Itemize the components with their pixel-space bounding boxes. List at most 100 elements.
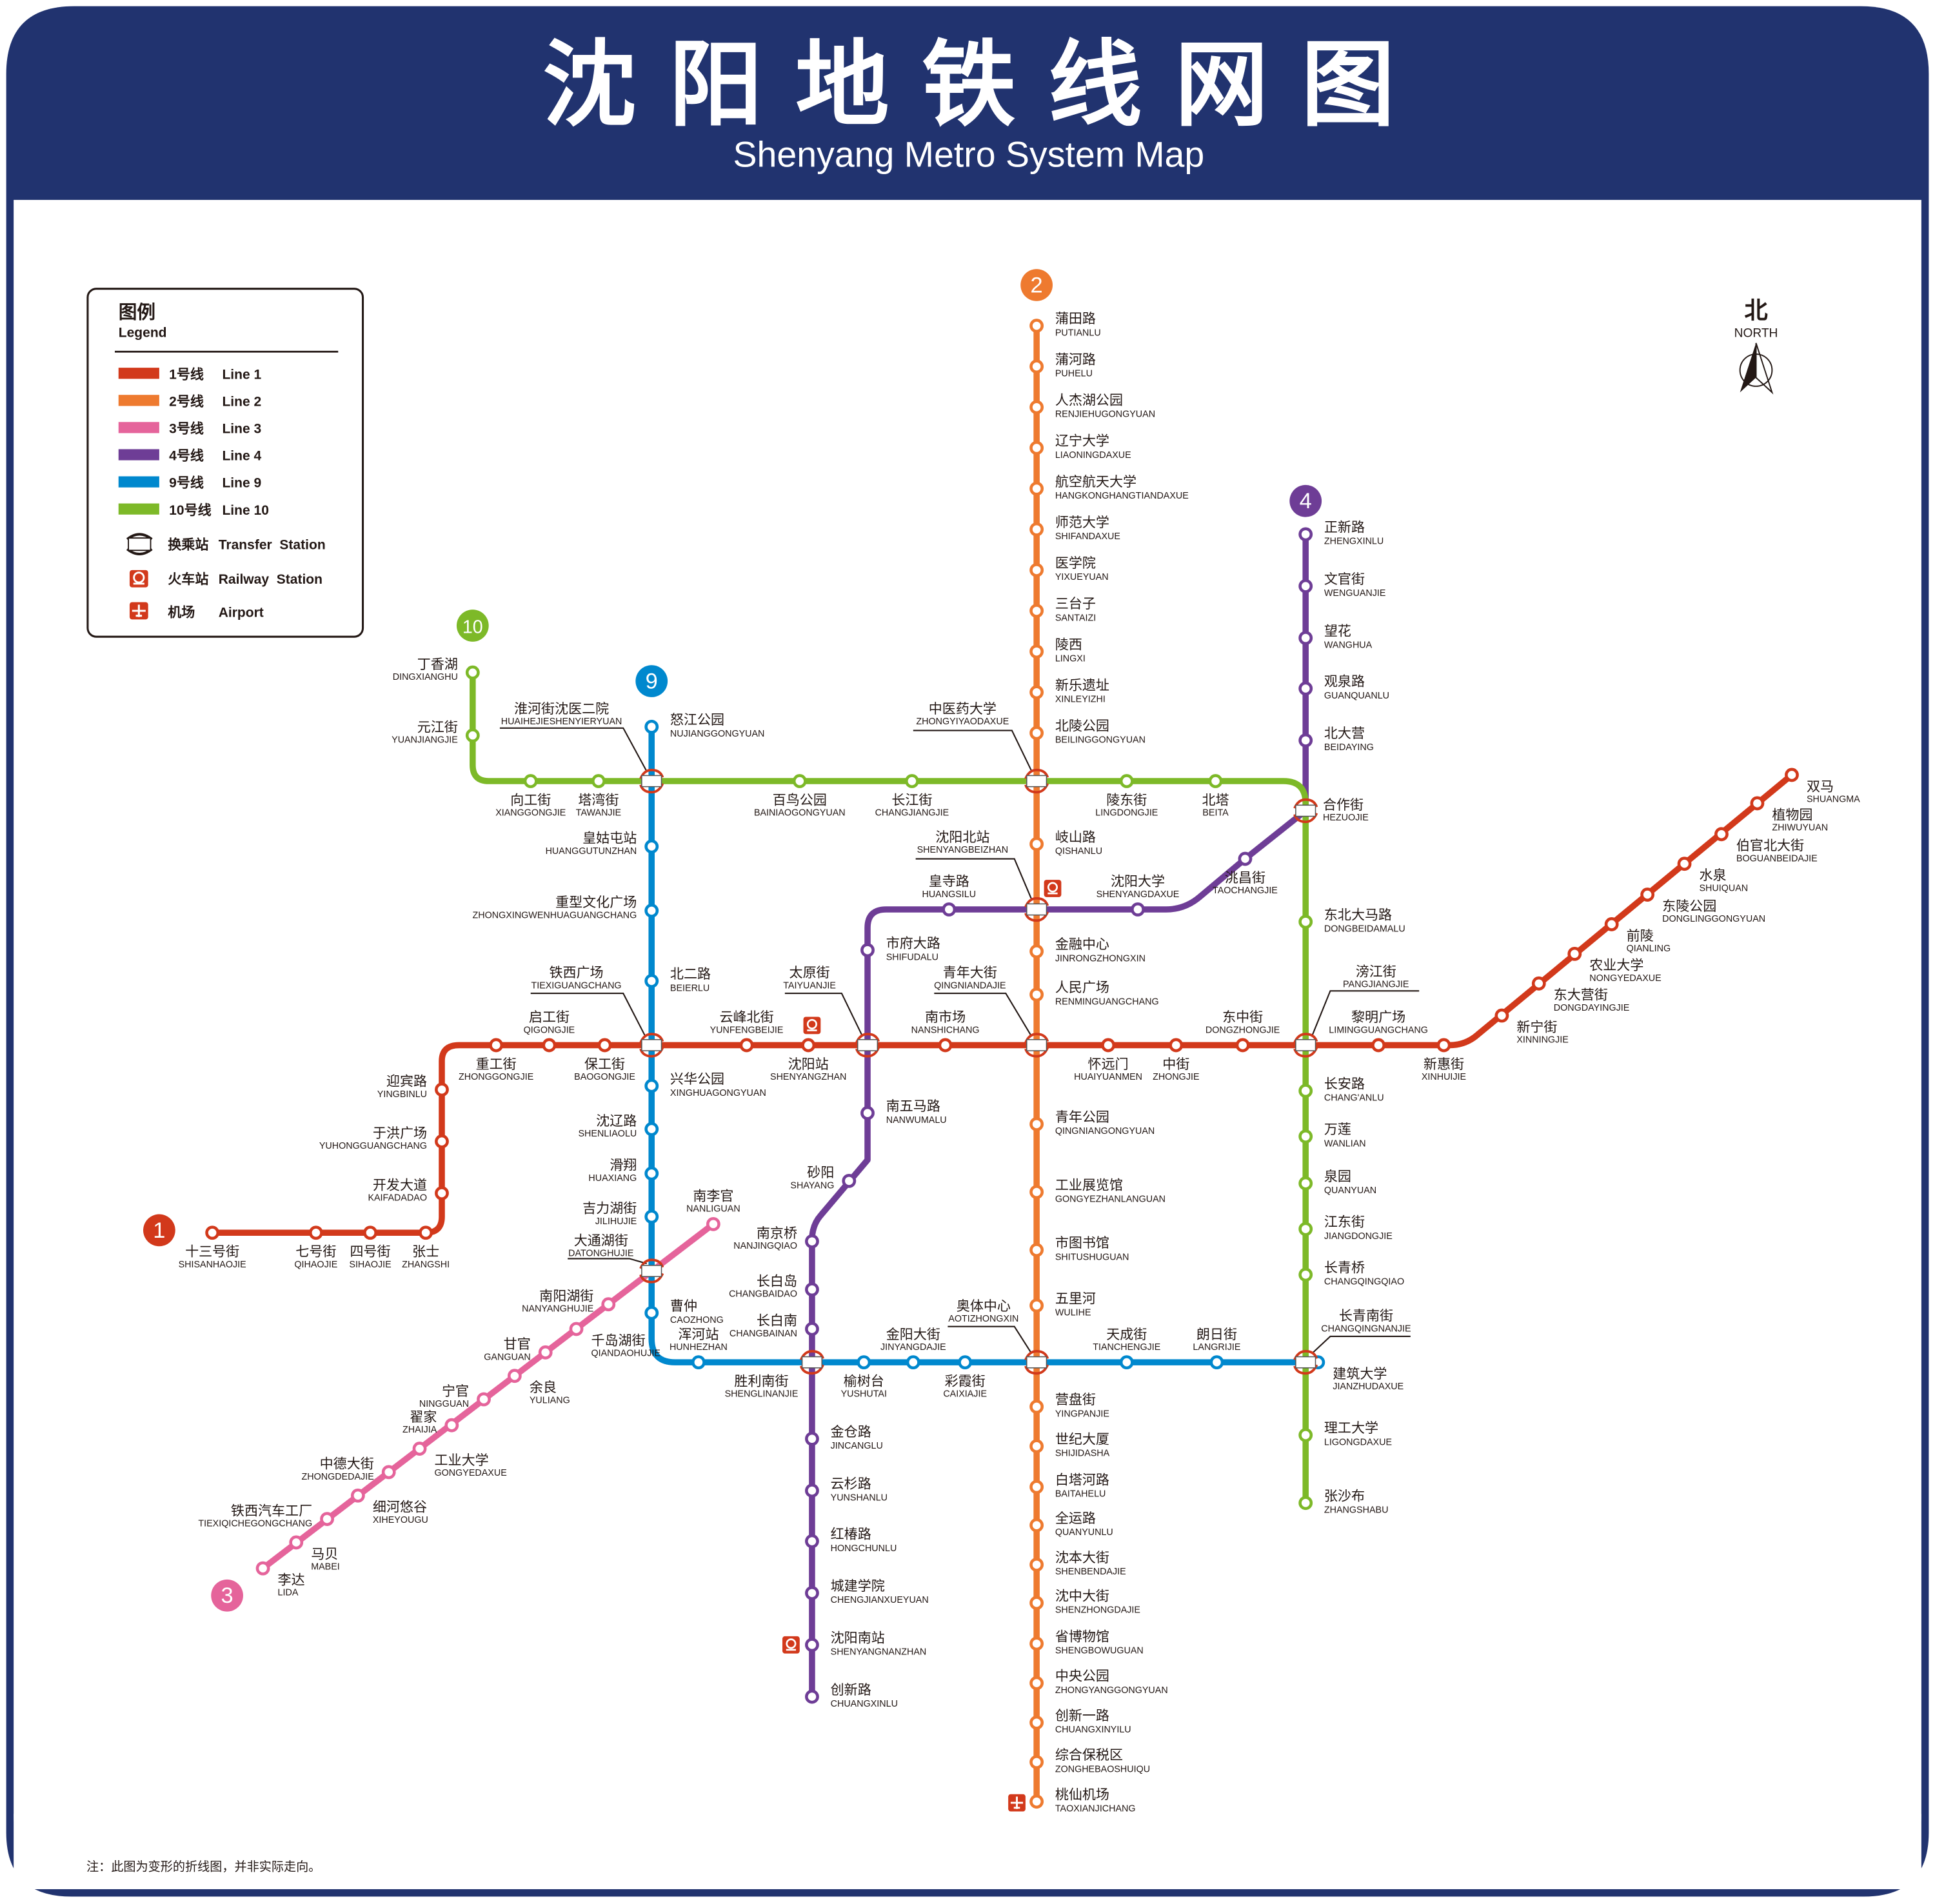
transfer-station-icon[interactable]: [799, 1349, 824, 1375]
station-marker[interactable]: [381, 1465, 396, 1480]
station-marker[interactable]: [1298, 527, 1313, 542]
station-marker[interactable]: [805, 1234, 819, 1249]
station-marker[interactable]: [1298, 1084, 1313, 1098]
station-marker[interactable]: [1371, 1038, 1385, 1053]
station-marker[interactable]: [465, 728, 480, 743]
station-marker[interactable]: [1029, 1185, 1044, 1200]
station-marker[interactable]: [435, 1186, 449, 1200]
transfer-station-icon[interactable]: [1024, 897, 1049, 922]
station-marker[interactable]: [1029, 562, 1044, 577]
station-marker[interactable]: [1029, 1400, 1044, 1414]
station-marker[interactable]: [538, 1345, 553, 1360]
transfer-station-icon[interactable]: [1024, 1349, 1049, 1375]
station-marker[interactable]: [1298, 915, 1313, 929]
transfer-station-icon[interactable]: [1024, 1033, 1049, 1058]
station-marker[interactable]: [1298, 1222, 1313, 1236]
station-marker[interactable]: [1029, 359, 1044, 374]
station-marker[interactable]: [1029, 1298, 1044, 1313]
station-marker[interactable]: [444, 1418, 459, 1433]
station-marker[interactable]: [1169, 1038, 1184, 1053]
station-marker[interactable]: [942, 902, 957, 917]
station-marker[interactable]: [644, 839, 659, 854]
station-marker[interactable]: [489, 1038, 504, 1053]
station-marker[interactable]: [644, 1305, 659, 1320]
station-marker[interactable]: [1785, 768, 1799, 782]
station-marker[interactable]: [308, 1225, 323, 1240]
station-marker[interactable]: [412, 1442, 427, 1456]
station-marker[interactable]: [591, 774, 606, 788]
station-marker[interactable]: [842, 1173, 857, 1188]
station-marker[interactable]: [1298, 1496, 1313, 1511]
station-marker[interactable]: [1029, 1794, 1044, 1809]
station-marker[interactable]: [1131, 902, 1145, 917]
station-marker[interactable]: [597, 1038, 612, 1053]
station-marker[interactable]: [1567, 946, 1582, 961]
station-marker[interactable]: [906, 1355, 920, 1370]
station-marker[interactable]: [1298, 681, 1313, 696]
station-marker[interactable]: [1677, 857, 1692, 871]
transfer-station-icon[interactable]: [855, 1033, 880, 1058]
station-marker[interactable]: [1209, 1355, 1224, 1370]
transfer-station-icon[interactable]: [1293, 798, 1318, 824]
station-marker[interactable]: [465, 665, 480, 680]
station-marker[interactable]: [350, 1488, 365, 1503]
station-marker[interactable]: [1029, 319, 1044, 333]
station-marker[interactable]: [435, 1134, 449, 1149]
station-marker[interactable]: [289, 1535, 304, 1550]
station-marker[interactable]: [1235, 1038, 1250, 1053]
station-marker[interactable]: [1298, 1176, 1313, 1191]
station-marker[interactable]: [739, 1038, 754, 1053]
station-marker[interactable]: [958, 1355, 973, 1370]
station-marker[interactable]: [1029, 1243, 1044, 1257]
station-marker[interactable]: [1029, 1676, 1044, 1691]
station-marker[interactable]: [1640, 888, 1655, 902]
station-marker[interactable]: [1029, 481, 1044, 496]
station-marker[interactable]: [1029, 726, 1044, 740]
station-marker[interactable]: [805, 1431, 819, 1446]
station-marker[interactable]: [205, 1225, 220, 1240]
station-marker[interactable]: [1029, 400, 1044, 415]
station-marker[interactable]: [1298, 579, 1313, 593]
station-marker[interactable]: [644, 904, 659, 918]
station-marker[interactable]: [1298, 1267, 1313, 1282]
station-marker[interactable]: [435, 1082, 449, 1097]
station-marker[interactable]: [644, 1078, 659, 1093]
station-marker[interactable]: [1494, 1008, 1509, 1023]
station-marker[interactable]: [644, 974, 659, 988]
station-marker[interactable]: [1029, 944, 1044, 958]
station-marker[interactable]: [1029, 1596, 1044, 1611]
transfer-station-icon[interactable]: [1293, 1349, 1318, 1375]
station-marker[interactable]: [320, 1512, 334, 1527]
station-marker[interactable]: [706, 1216, 720, 1231]
station-marker[interactable]: [792, 774, 807, 788]
station-marker[interactable]: [1029, 1116, 1044, 1131]
station-marker[interactable]: [569, 1322, 584, 1336]
station-marker[interactable]: [1298, 1129, 1313, 1144]
station-marker[interactable]: [1531, 976, 1546, 991]
station-marker[interactable]: [805, 1689, 819, 1704]
transfer-station-icon[interactable]: [639, 1258, 664, 1284]
station-marker[interactable]: [691, 1355, 706, 1370]
transfer-station-icon[interactable]: [639, 768, 664, 794]
station-marker[interactable]: [1029, 685, 1044, 700]
transfer-station-icon[interactable]: [1024, 768, 1049, 794]
station-marker[interactable]: [1298, 1428, 1313, 1442]
station-marker[interactable]: [1029, 1557, 1044, 1572]
station-marker[interactable]: [542, 1038, 557, 1053]
station-marker[interactable]: [805, 1483, 819, 1498]
station-marker[interactable]: [1029, 644, 1044, 659]
station-marker[interactable]: [523, 774, 538, 788]
station-marker[interactable]: [860, 943, 875, 958]
station-marker[interactable]: [1436, 1038, 1451, 1053]
station-marker[interactable]: [1029, 604, 1044, 618]
station-marker[interactable]: [1029, 1715, 1044, 1730]
station-marker[interactable]: [644, 1122, 659, 1136]
station-marker[interactable]: [805, 1638, 819, 1652]
station-marker[interactable]: [805, 1534, 819, 1549]
station-marker[interactable]: [1029, 1755, 1044, 1769]
station-marker[interactable]: [1208, 774, 1223, 788]
station-marker[interactable]: [1750, 796, 1765, 811]
station-marker[interactable]: [1029, 1480, 1044, 1494]
station-marker[interactable]: [1604, 917, 1619, 931]
station-marker[interactable]: [1029, 1636, 1044, 1651]
